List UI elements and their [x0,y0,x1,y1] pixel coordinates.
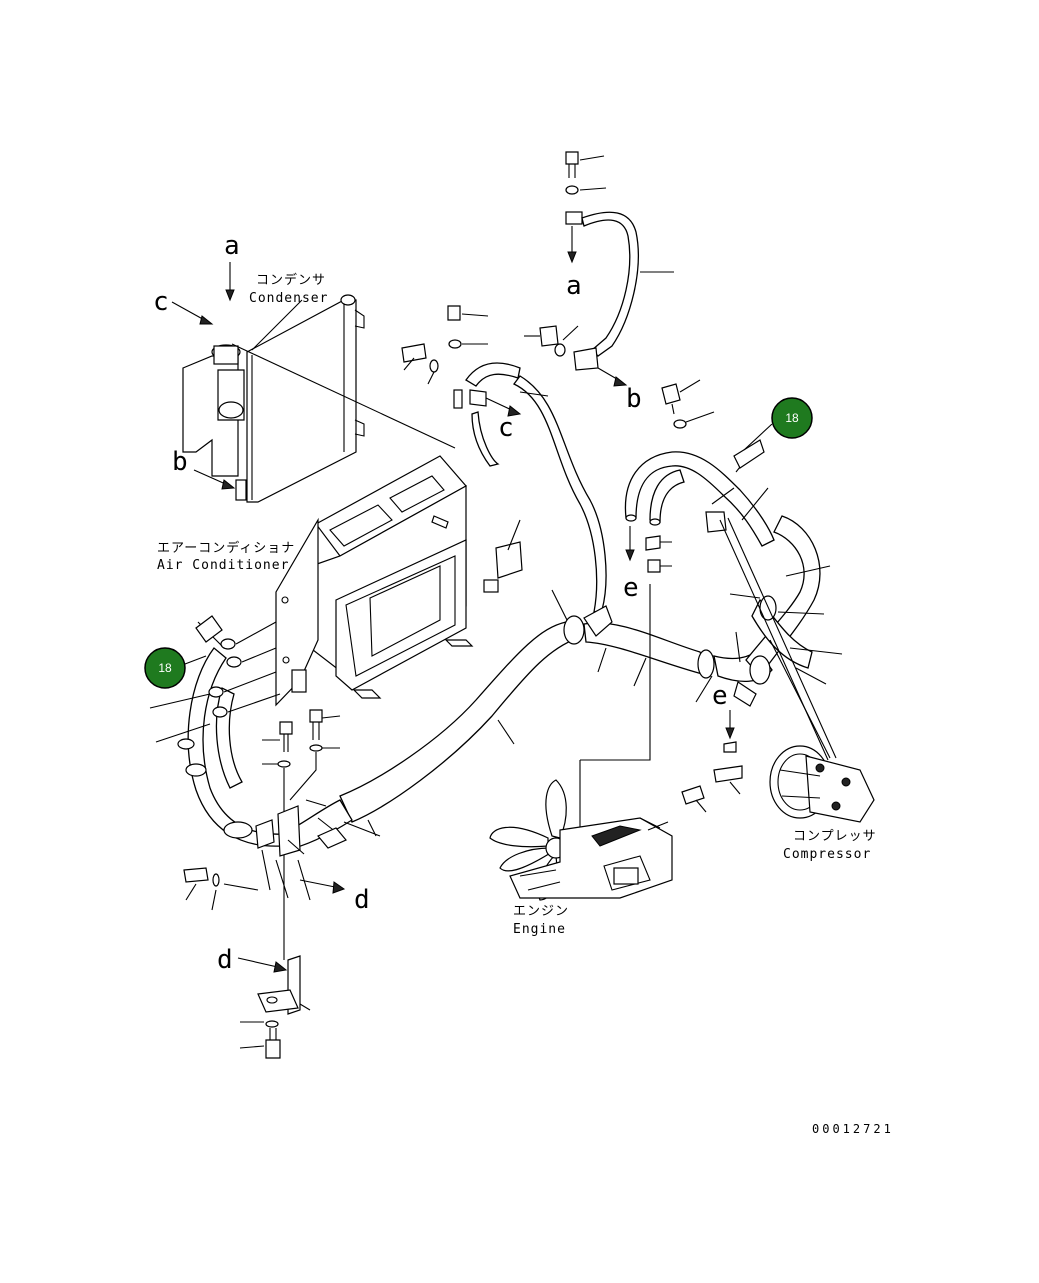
label-engine-en: Engine [513,922,566,937]
ref-d-bottom: d [217,945,233,975]
part-badge-18-left[interactable]: 18 [144,647,207,689]
label-aircon-jp: エアーコンディショナ [157,540,295,556]
bottom-bracket [239,955,311,1059]
label-compressor-jp: コンプレッサ [793,829,877,844]
ref-b-cond-marker: b [172,447,236,490]
badge-circle [144,647,186,689]
condenser [182,294,456,503]
ref-a-top: a [224,231,240,261]
main-duct [339,375,843,823]
badge-label: 18 [158,661,172,675]
ref-d-right: d [354,885,370,915]
ref-c-hose: c [498,413,514,443]
badge-circle [771,397,813,439]
ref-b-right: b [626,384,642,414]
part-badge-18-right[interactable]: 18 [743,397,813,451]
ref-e-middle: e [712,681,728,711]
label-aircon-en: Air Conditioner [157,558,289,573]
ref-e-mid-marker: e [712,681,735,740]
hose-c: c [401,305,522,467]
hose-loop-right [624,379,775,573]
drawing-number: 00012721 [812,1122,894,1136]
label-compressor-en: Compressor [783,847,871,862]
ref-e-top-marker: e [623,526,639,603]
ref-b-condenser: b [172,447,188,477]
label-condenser-jp: コンデンサ [256,272,326,288]
label-engine-jp: エンジン [513,904,569,919]
ref-a-middle: a [566,271,582,301]
ref-e-top: e [623,573,639,603]
label-condenser-en: Condenser [249,291,328,306]
badge-label: 18 [785,411,799,425]
compressor [681,517,875,823]
ref-c-condenser: c [153,287,169,317]
engine [489,584,673,901]
ref-d-right-marker: d [299,879,370,915]
ref-a-top-marker: a [224,231,240,302]
hose-loop-left [149,615,381,960]
hose-a-b: a b [524,151,674,414]
ref-c-cond-marker: c [153,287,214,325]
ref-d-bottom-marker: d [217,945,288,975]
air-conditioner-unit [275,455,523,707]
